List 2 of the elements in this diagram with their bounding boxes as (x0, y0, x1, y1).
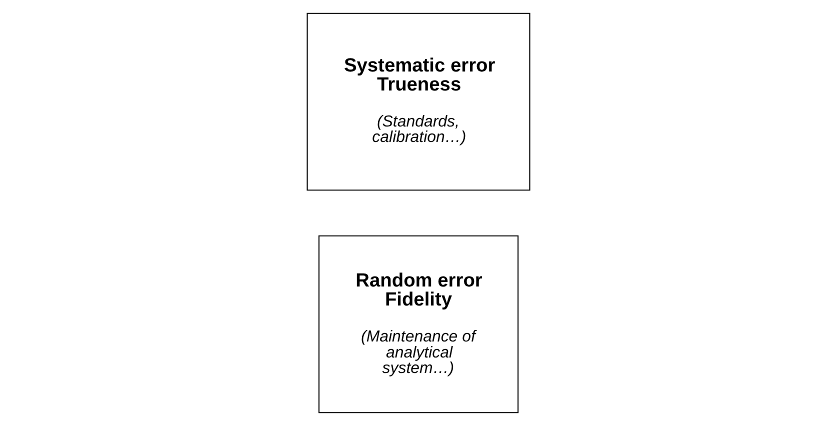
node-box: Systematic error Trueness (Standards, calibration…) (306, 12, 530, 190)
node-box: Random error Fidelity (Maintenance of analytical system…) (318, 234, 519, 413)
